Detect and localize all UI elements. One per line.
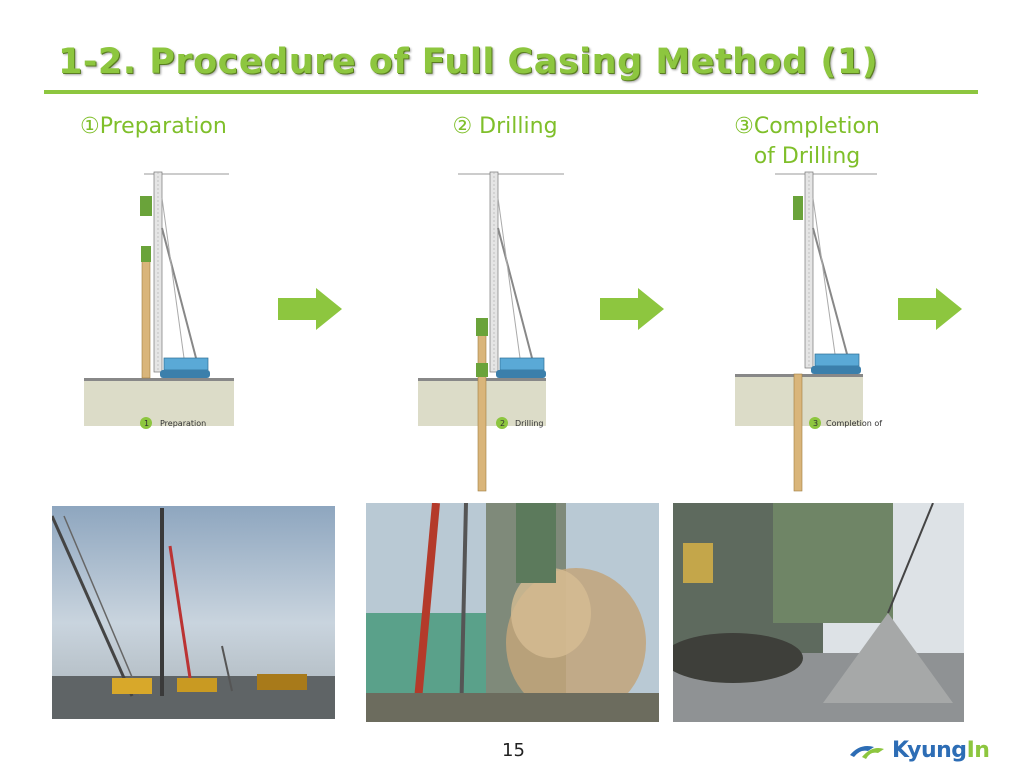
step-2-label: ② Drilling bbox=[425, 112, 585, 142]
step-2-label-line1: ② Drilling bbox=[452, 114, 558, 139]
right-arrow-icon bbox=[898, 288, 962, 330]
logo-wordmark: KyungIn bbox=[892, 738, 990, 763]
diagram-3-number: 3 bbox=[813, 419, 818, 428]
step-3-label-line2: of Drilling bbox=[753, 144, 861, 169]
kyungin-logo-icon bbox=[850, 745, 884, 759]
right-arrow-icon bbox=[600, 288, 664, 330]
step-1-label-line1: ①Preparation bbox=[80, 114, 227, 139]
slide-title: 1-2. Procedure of Full Casing Method (1) bbox=[58, 42, 879, 82]
company-logo: KyungIn bbox=[848, 738, 990, 763]
diagram-1-caption: Preparation bbox=[160, 419, 206, 428]
diagram-completion: 3 Completion of d bbox=[735, 171, 885, 492]
logo-brand-suffix: In bbox=[966, 738, 990, 763]
step-3-label: ③Completion of Drilling bbox=[712, 112, 902, 172]
step-3-label-line1: ③Completion bbox=[734, 114, 880, 139]
title-underline bbox=[44, 90, 978, 94]
diagram-2-number: 2 bbox=[500, 419, 505, 428]
photo-completion bbox=[673, 503, 964, 722]
page-number: 15 bbox=[502, 740, 525, 761]
right-arrow-icon bbox=[278, 288, 342, 330]
diagram-3-caption: Completion of d bbox=[826, 419, 885, 428]
photo-drilling bbox=[366, 503, 659, 722]
step-1-label: ①Preparation bbox=[80, 112, 240, 142]
diagram-drilling: 2 Drilling bbox=[418, 171, 564, 492]
diagram-2-caption: Drilling bbox=[515, 419, 544, 428]
diagram-1-number: 1 bbox=[144, 419, 149, 428]
photo-preparation-site bbox=[52, 506, 335, 719]
logo-brand: Kyung bbox=[892, 738, 967, 763]
diagram-preparation: 1 Preparation bbox=[84, 171, 234, 429]
